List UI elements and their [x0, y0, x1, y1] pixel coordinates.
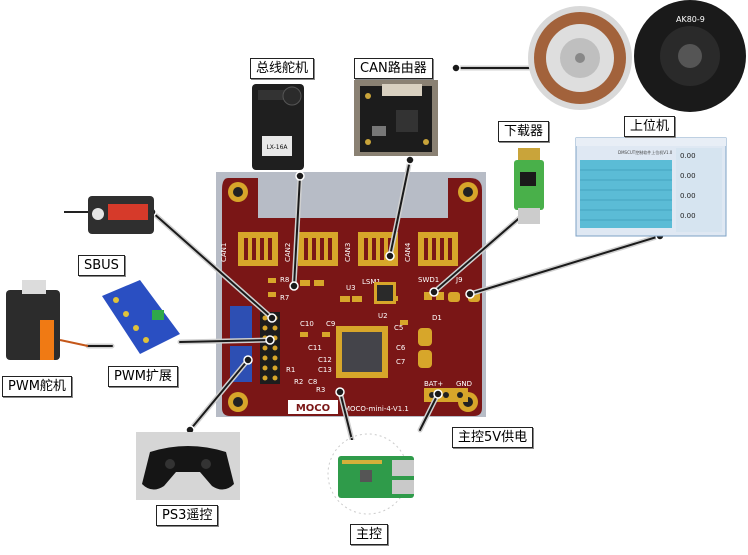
can-router-photo: [354, 80, 438, 156]
silk-c5: C5: [394, 324, 403, 332]
label-main-ctrl: 主控: [350, 524, 389, 545]
power-header: [424, 388, 468, 402]
pwm-servo-photo: [6, 280, 89, 360]
label-pwm-servo: PWM舵机: [2, 376, 72, 397]
label-pwm-expand: PWM扩展: [108, 366, 178, 387]
label-host-pc: 上位机: [624, 116, 676, 137]
bus-servo-photo: LX-16A: [252, 84, 304, 170]
silk-c6: C6: [396, 344, 406, 352]
ps3-controller-photo: [136, 432, 240, 500]
silk-lsm1: LSM1: [362, 278, 381, 286]
mounting-hole: [228, 392, 248, 412]
silk-j9: J9: [455, 276, 463, 284]
label-downloader: 下载器: [498, 121, 550, 142]
board-version: MOCO-mini-4-V1.1: [344, 405, 409, 413]
silk-bat: BAT+: [424, 380, 443, 388]
label-bus-servo: 总线舵机: [250, 58, 315, 79]
label-can-router: CAN路由器: [354, 58, 433, 79]
sbus-receiver-photo: [64, 196, 154, 234]
servo-model-text: LX-16A: [266, 144, 288, 151]
host-readout: 0.00: [680, 152, 696, 160]
leader-host-pc: [469, 235, 661, 295]
silk-u3: U3: [346, 284, 356, 292]
silk-can4: CAN4: [404, 242, 412, 262]
leader-downloader: [433, 213, 525, 293]
silk-r8: R8: [280, 276, 289, 284]
silk-swd1: SWD1: [418, 276, 439, 284]
silk-u2: U2: [378, 312, 388, 320]
silk-c13: C13: [318, 366, 332, 374]
leader-power: [419, 393, 439, 431]
motor-photo: AK80-9: [528, 0, 746, 112]
mounting-hole: [458, 182, 478, 202]
silk-r2: R2: [294, 378, 303, 386]
silk-can3: CAN3: [344, 243, 352, 262]
silk-c9: C9: [326, 320, 335, 328]
downloader-photo: [514, 148, 544, 224]
label-sbus: SBUS: [78, 255, 125, 276]
silk-c8: C8: [308, 378, 317, 386]
silk-r1: R1: [286, 366, 295, 374]
pwm-expand-photo: [102, 280, 180, 354]
silk-can2: CAN2: [284, 243, 292, 262]
label-ps3-remote: PS3遥控: [156, 505, 219, 526]
host-readout: 0.00: [680, 212, 696, 220]
silk-c7: C7: [396, 358, 405, 366]
host-window-title: DMSCUT控制软件上位机V1.0: [618, 149, 673, 155]
main-controller-photo: [312, 433, 442, 515]
silk-c11: C11: [308, 344, 322, 352]
leader-can-router: [389, 159, 411, 257]
host-readout: 0.00: [680, 192, 696, 200]
board-logo: MOCO: [296, 403, 330, 414]
leader-pwm-expand: [179, 339, 271, 343]
leader-ps3: [189, 359, 249, 431]
silk-d1: D1: [432, 314, 442, 322]
leader-sbus: [151, 211, 273, 319]
motor-model-text: AK80-9: [676, 15, 705, 24]
mounting-hole: [228, 182, 248, 202]
label-main-power: 主控5V供电: [452, 427, 534, 448]
host-readout: 0.00: [680, 172, 696, 180]
controller-board: CAN1 CAN2 CAN3 CAN4 LSM1 U2 U3 SWD1 D1 J…: [216, 172, 486, 417]
silk-c10: C10: [300, 320, 314, 328]
silk-c12: C12: [318, 356, 332, 364]
silk-gnd: GND: [456, 380, 472, 388]
silk-r3: R3: [316, 386, 325, 394]
leader-main-ctrl: [339, 391, 353, 441]
silk-can1: CAN1: [220, 243, 228, 262]
silk-r7: R7: [280, 294, 289, 302]
leader-bus-servo: [293, 175, 301, 287]
host-pc-photo: DMSCUT控制软件上位机V1.0 0.00 0.00 0.00 0.00: [575, 137, 727, 237]
mcu-chip: [342, 332, 382, 372]
